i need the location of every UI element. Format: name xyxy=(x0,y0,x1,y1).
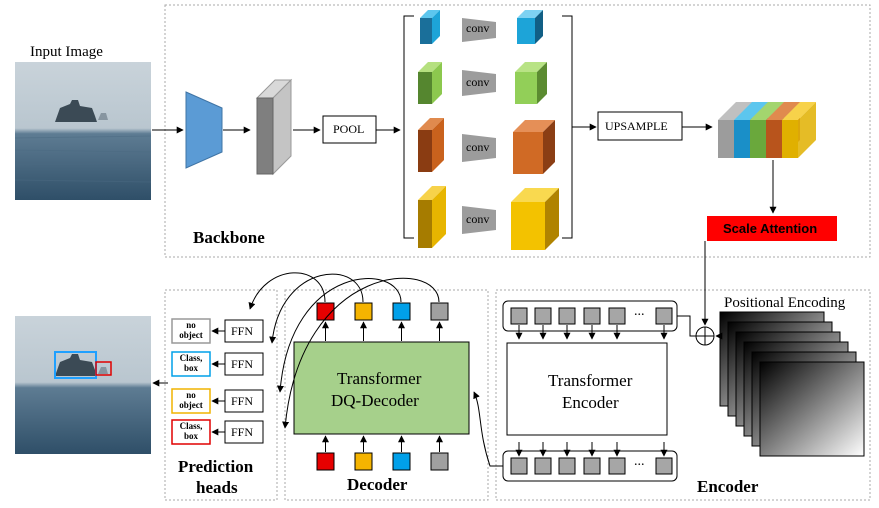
output-label-4-line1: Class, xyxy=(179,421,203,431)
upsample-label: UPSAMPLE xyxy=(605,119,668,133)
encTop-token-1 xyxy=(510,307,528,325)
encBot-token-6 xyxy=(655,457,673,475)
encoder-ellipsis-bottom: ... xyxy=(634,454,645,469)
ffn-label-2: FFN xyxy=(231,357,254,371)
output-image xyxy=(15,316,151,454)
arrow-memory-to-decoder xyxy=(473,391,503,467)
decoder-input-query-3 xyxy=(392,452,411,471)
decoder-frame xyxy=(284,289,489,501)
pyramid-cube-yellow-right xyxy=(511,188,559,250)
ffn-label-1: FFN xyxy=(231,324,254,338)
output-box-3 xyxy=(171,388,211,414)
decoder-output-query-2 xyxy=(354,302,373,321)
decoder-output-query-3 xyxy=(392,302,411,321)
output-label-1-line1: no xyxy=(186,320,196,330)
output-label-4-line2: box xyxy=(183,431,198,441)
conv-label-1: conv xyxy=(466,21,490,35)
scale-attention-box xyxy=(707,216,837,241)
conv-label-4: conv xyxy=(466,212,490,226)
output-box-4 xyxy=(171,419,211,445)
pool-box xyxy=(322,115,377,144)
pyramid-cube-green-left xyxy=(418,62,442,104)
decoder-output-query-1 xyxy=(316,302,335,321)
pyramid-cube-blue-right xyxy=(517,10,543,44)
backbone-title: Backbone xyxy=(193,228,265,247)
output-label-1-line2: object xyxy=(179,330,203,340)
pool-label: POOL xyxy=(333,122,365,136)
prediction-heads xyxy=(171,318,264,445)
encoder-title: Encoder xyxy=(697,477,759,496)
conv-shape-4 xyxy=(462,206,496,234)
ffn-label-3: FFN xyxy=(231,394,254,408)
pyramid-cube-orange-left xyxy=(418,118,444,172)
pyramid-cube-green-right xyxy=(515,62,547,104)
transformer-encoder-block xyxy=(506,342,668,436)
scale-attention-label: Scale Attention xyxy=(723,221,818,236)
encTop-token-6 xyxy=(655,307,673,325)
encoder-block-label-1: Transformer xyxy=(548,371,633,390)
encTop-token-5 xyxy=(608,307,626,325)
upsample-box xyxy=(597,111,683,141)
bracket-left xyxy=(403,15,414,239)
decoder-block-label-2: DQ-Decoder xyxy=(331,391,419,410)
pyramid-cube-blue-left xyxy=(420,10,440,44)
conv-label-2: conv xyxy=(466,75,490,89)
encBot-token-3 xyxy=(558,457,576,475)
detection-box-small xyxy=(95,361,112,376)
ffn-label-4: FFN xyxy=(231,425,254,439)
output-label-3-line1: no xyxy=(186,390,196,400)
pe-sheet-6 xyxy=(759,361,865,457)
prediction-heads-title-2: heads xyxy=(196,478,238,497)
feature-block-grey xyxy=(255,78,293,176)
multiscale-stack xyxy=(718,102,816,158)
backbone-frame xyxy=(164,4,871,258)
pyramid-cube-orange-right xyxy=(513,120,555,174)
output-box-2 xyxy=(171,351,211,377)
encBot-token-1 xyxy=(510,457,528,475)
pyramid-cube-yellow-left xyxy=(418,186,446,248)
conv-shape-2 xyxy=(462,70,496,96)
output-label-2-line1: Class, xyxy=(179,353,203,363)
stack-layer-5 xyxy=(782,102,816,158)
output-box-1 xyxy=(171,318,211,344)
decoder-output-query-4 xyxy=(430,302,449,321)
encBot-token-4 xyxy=(583,457,601,475)
conv-shape-1 xyxy=(462,18,496,42)
transformer-dq-decoder-block xyxy=(293,341,470,435)
decoder-block-label-1: Transformer xyxy=(337,369,422,388)
encBot-token-2 xyxy=(534,457,552,475)
pyramid-cubes xyxy=(418,10,559,250)
positional-encoding-label: Positional Encoding xyxy=(724,295,846,311)
decoder-title: Decoder xyxy=(347,475,408,494)
decoder-input-query-1 xyxy=(316,452,335,471)
conv-label-3: conv xyxy=(466,140,490,154)
bracket-right xyxy=(562,15,573,239)
decoder-input-query-4 xyxy=(430,452,449,471)
positional-encoding-stack xyxy=(719,311,865,457)
encTop-token-4 xyxy=(583,307,601,325)
output-label-3-line2: object xyxy=(179,400,203,410)
prediction-heads-frame xyxy=(164,289,278,501)
encoder-bottom-tokens xyxy=(510,442,673,475)
output-label-2-line2: box xyxy=(183,363,198,373)
decoder-queries xyxy=(316,302,449,471)
encoder-top-tokens xyxy=(510,307,673,340)
conv-shape-3 xyxy=(462,134,496,162)
encoder-block-label-2: Encoder xyxy=(562,393,619,412)
encBot-token-5 xyxy=(608,457,626,475)
backbone-trapezoid xyxy=(185,91,223,169)
encTop-token-3 xyxy=(558,307,576,325)
encoder-ellipsis-top: ... xyxy=(634,304,645,319)
input-image xyxy=(14,62,152,200)
prediction-heads-title-1: Prediction xyxy=(178,457,254,476)
encTop-token-2 xyxy=(534,307,552,325)
decoder-input-query-2 xyxy=(354,452,373,471)
input-image-label: Input Image xyxy=(30,44,103,60)
